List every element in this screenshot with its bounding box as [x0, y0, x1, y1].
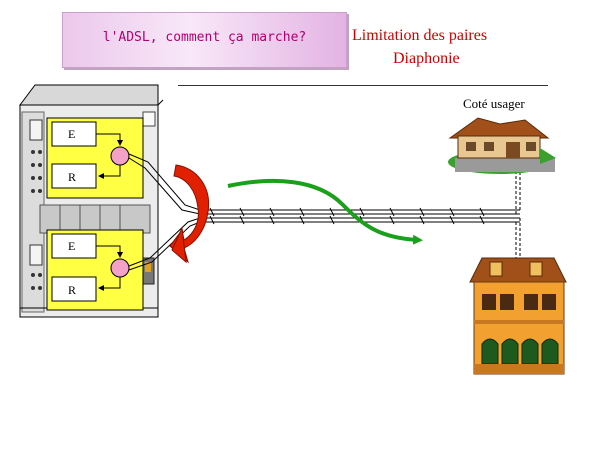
emitter-box-2	[51, 233, 97, 259]
user-house-icon	[448, 117, 556, 174]
modem-module-2: E R	[46, 229, 144, 311]
title-banner: l'ADSL, comment ça marche?	[62, 12, 347, 68]
slide-title-line2: Diaphonie	[393, 50, 460, 67]
user-side-label: Coté usager	[463, 96, 525, 111]
apartment-building-icon	[469, 257, 567, 375]
slide-title-line1: Limitation des paires	[352, 27, 488, 44]
receiver-box-1	[51, 163, 97, 189]
emitter-label-2: E	[68, 239, 75, 253]
emitter-box-1	[51, 121, 97, 147]
banner-text: l'ADSL, comment ça marche?	[102, 30, 307, 45]
twisted-pair-1	[128, 153, 521, 215]
twisted-pair-2	[128, 217, 521, 271]
receiver-box-2	[51, 276, 97, 302]
receiver-label-2: R	[68, 283, 76, 297]
hybrid-coupler-2	[110, 258, 130, 278]
emitter-label-1: E	[68, 127, 75, 141]
hybrid-coupler-1	[110, 146, 130, 166]
signal-arrow	[227, 178, 423, 245]
cable-twist-marks	[209, 207, 485, 225]
modem-module-1: E R	[46, 117, 144, 199]
crosstalk-arrow	[169, 164, 210, 264]
receiver-label-1: R	[68, 170, 76, 184]
title-divider	[178, 85, 548, 86]
